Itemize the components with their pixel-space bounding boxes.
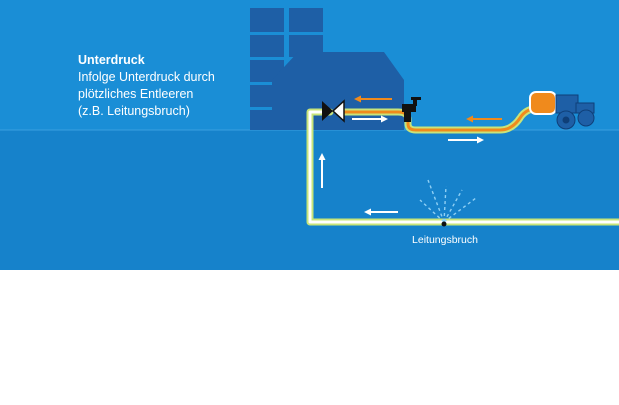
heading: Unterdruck: [78, 53, 145, 67]
description-line: (z.B. Leitungsbruch): [78, 104, 190, 118]
backflow-diagram: [0, 8, 619, 270]
description-line: Infolge Unterdruck durch: [78, 70, 215, 84]
break-point: [441, 221, 447, 227]
tractor-icon: [555, 94, 595, 130]
water-spray-icon: [419, 179, 477, 223]
description-line: plötzliches Entleeren: [78, 87, 194, 101]
tank-icon: [529, 91, 557, 115]
diagram-panel: Unterdruck Infolge Unterdruck durch plöt…: [0, 0, 619, 270]
description-block: Unterdruck Infolge Unterdruck durch plöt…: [78, 52, 215, 120]
valve-icon: [322, 99, 345, 123]
tap-icon: [402, 97, 421, 122]
break-label: Leitungsbruch: [412, 234, 478, 246]
flow-arrow-icon: [318, 95, 502, 216]
